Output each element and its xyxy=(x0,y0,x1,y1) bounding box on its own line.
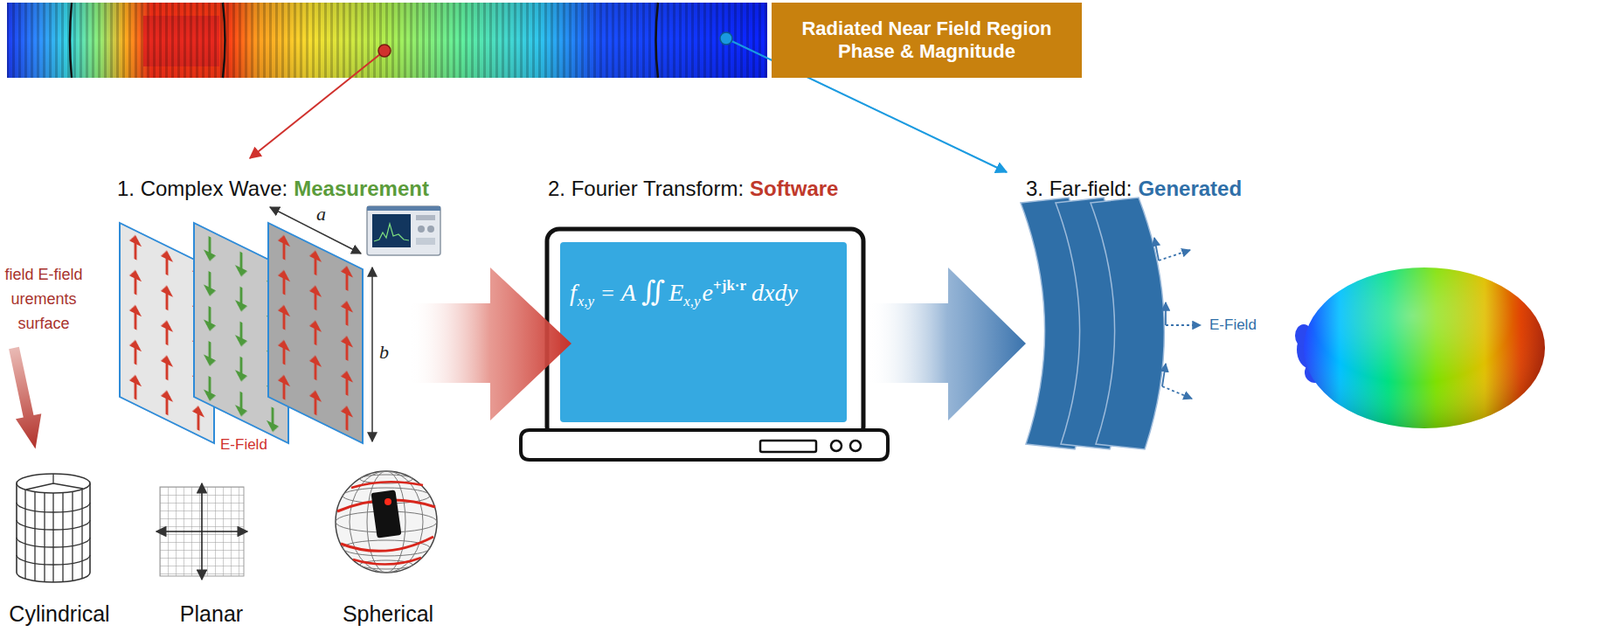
flow-arrows xyxy=(408,267,1026,421)
cylindrical-surface-icon xyxy=(16,473,91,582)
wavefronts xyxy=(1020,197,1201,450)
measurement-planes xyxy=(119,207,373,444)
laptop xyxy=(520,228,888,460)
formula-term: dxdy xyxy=(751,280,798,305)
step-heading: 2. Fourier Transform: xyxy=(547,176,744,201)
formula-term: = xyxy=(601,282,615,305)
field-label: E-Field xyxy=(220,436,268,454)
callout-text: Radiated Near Field Region Phase & Magni… xyxy=(778,17,1075,64)
radiation-pattern xyxy=(1295,267,1545,429)
step-keyword: Software xyxy=(749,176,839,201)
formula-term: f xyxy=(569,280,577,305)
spherical-surface-icon xyxy=(335,470,437,573)
step-keyword: Generated xyxy=(1137,176,1242,201)
formula-term: ∬ xyxy=(641,277,665,305)
spectrum-analyzer xyxy=(367,206,441,256)
dimension-label: b xyxy=(379,342,389,362)
field-label: E-Field xyxy=(1209,316,1257,334)
formula-term: e xyxy=(702,280,714,305)
side-note: field E-field urements surface xyxy=(0,262,88,336)
region-callout-box: Radiated Near Field Region Phase & Magni… xyxy=(771,2,1082,78)
planar-surface-icon xyxy=(156,483,248,580)
formula-term: A xyxy=(621,280,637,305)
laptop-screen: fx,y=A∬Ex,ye+jk·rdxdy xyxy=(560,242,847,423)
surface-type-label: Spherical xyxy=(342,601,434,627)
dimension-label: a xyxy=(316,204,326,224)
formula: fx,y=A∬Ex,ye+jk·rdxdy xyxy=(569,277,798,309)
formula-term: +jk·r xyxy=(713,277,747,293)
step-heading: 3. Far-field: xyxy=(1025,176,1132,201)
formula-term: E xyxy=(668,280,684,305)
surface-type-label: Planar xyxy=(180,601,243,627)
formula-term: x,y xyxy=(683,293,700,309)
down-arrow xyxy=(0,345,49,452)
formula-term: x,y xyxy=(577,293,595,309)
near-field-simulation xyxy=(6,2,768,78)
surface-type-label: Cylindrical xyxy=(8,601,110,627)
step-heading: 1. Complex Wave: xyxy=(117,176,288,201)
step-keyword: Measurement xyxy=(293,176,430,201)
